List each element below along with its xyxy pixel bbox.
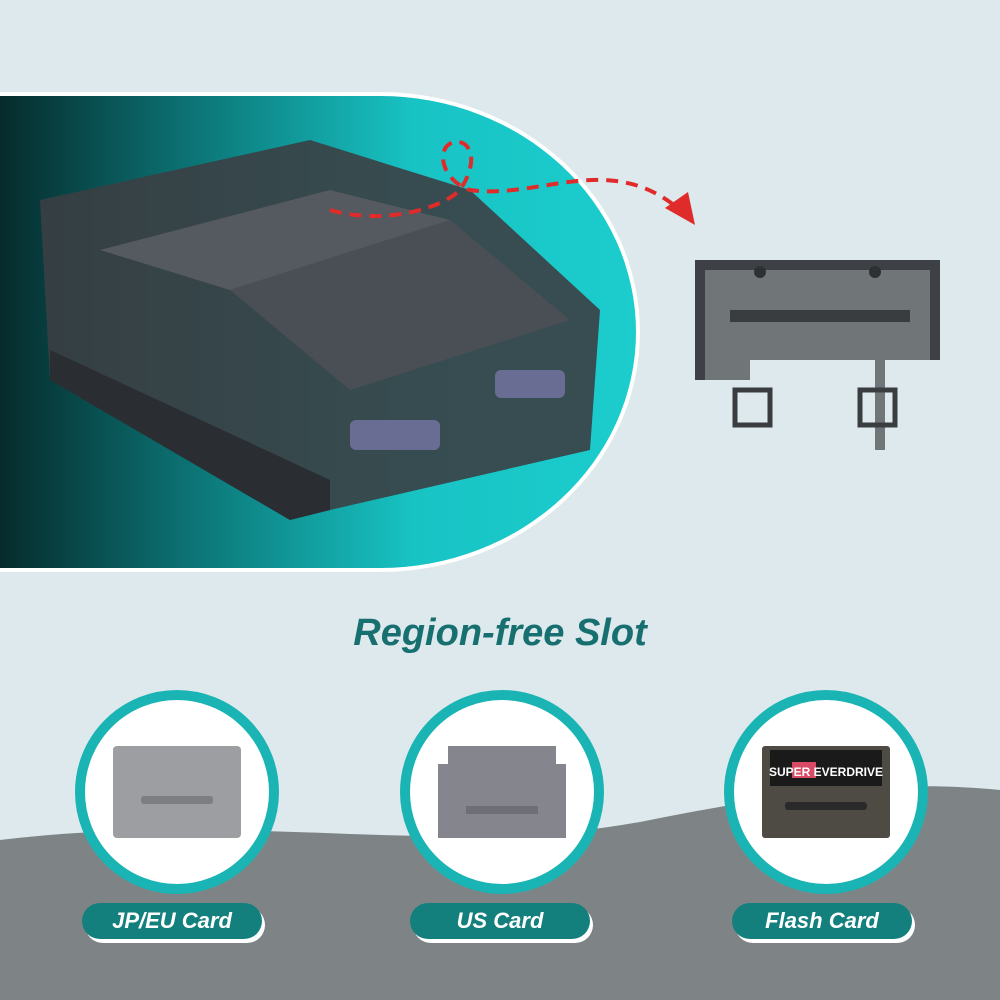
jp-eu-cartridge-image [113,746,241,838]
page-title: Region-free Slot [353,612,647,654]
flash-card-circle: SUPER EVERDRIVE [724,690,928,894]
flash-cartridge-image: SUPER EVERDRIVE [762,746,890,838]
flash-cartridge-label: SUPER EVERDRIVE [769,765,883,779]
jp-eu-card-label: JP/EU Card [82,903,262,939]
arrow-icon [329,139,695,225]
jp-eu-card-circle [75,690,279,894]
us-card-label: US Card [410,903,590,939]
us-card-circle [400,690,604,894]
us-cartridge-image [438,746,566,838]
flash-card-label: Flash Card [732,903,912,939]
console-image [40,140,600,520]
slot-bracket-image [695,260,940,450]
